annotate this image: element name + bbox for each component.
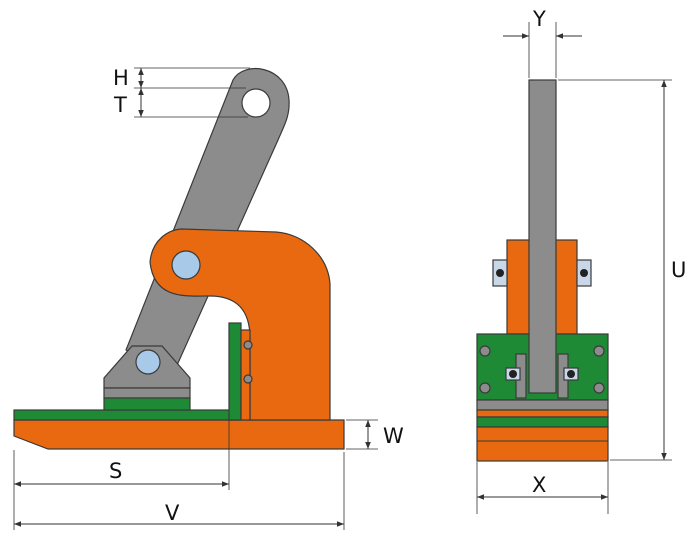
front-corner-bolt xyxy=(479,345,491,357)
front-pin-cap-right-bolt xyxy=(567,370,575,378)
dim-label-s: S xyxy=(109,459,122,483)
front-layer-gray xyxy=(476,399,609,411)
side-lifting-arm xyxy=(125,67,290,373)
side-bottom-pin xyxy=(135,349,161,375)
dim-label-x: X xyxy=(532,473,546,497)
side-jaw-plate xyxy=(228,322,242,421)
front-clamp-right-bolt xyxy=(580,269,588,277)
side-bolt-top xyxy=(243,340,253,350)
dim-label-u: U xyxy=(671,258,686,282)
side-base-plate xyxy=(13,419,345,450)
side-jaw-body xyxy=(149,228,331,421)
front-corner-bolt xyxy=(593,345,605,357)
side-pivot-base xyxy=(103,387,191,399)
dim-label-w: W xyxy=(383,424,404,448)
side-arm-shackle-hole xyxy=(241,88,271,118)
front-corner-bolt xyxy=(593,382,605,394)
side-top-pin xyxy=(171,250,201,280)
side-bolt-bottom xyxy=(243,374,253,384)
dim-label-t: T xyxy=(113,93,127,117)
dim-label-v: V xyxy=(165,501,180,525)
front-dimensions: Y U X xyxy=(476,7,686,514)
side-pivot-green xyxy=(103,397,191,411)
side-view xyxy=(13,67,345,450)
dim-label-y: Y xyxy=(532,7,546,31)
front-layer-base xyxy=(476,426,609,462)
front-clamp-left-bolt xyxy=(496,269,504,277)
front-pin-cap-left-bolt xyxy=(509,370,517,378)
side-green-pad xyxy=(13,409,241,421)
front-corner-bolt xyxy=(479,382,491,394)
front-layer-orange xyxy=(476,409,609,418)
dim-label-h: H xyxy=(113,66,129,90)
front-lifting-arm xyxy=(528,79,557,394)
front-layer-green xyxy=(476,416,609,428)
front-view xyxy=(476,79,609,462)
side-dimensions: H T W S V xyxy=(13,66,404,530)
